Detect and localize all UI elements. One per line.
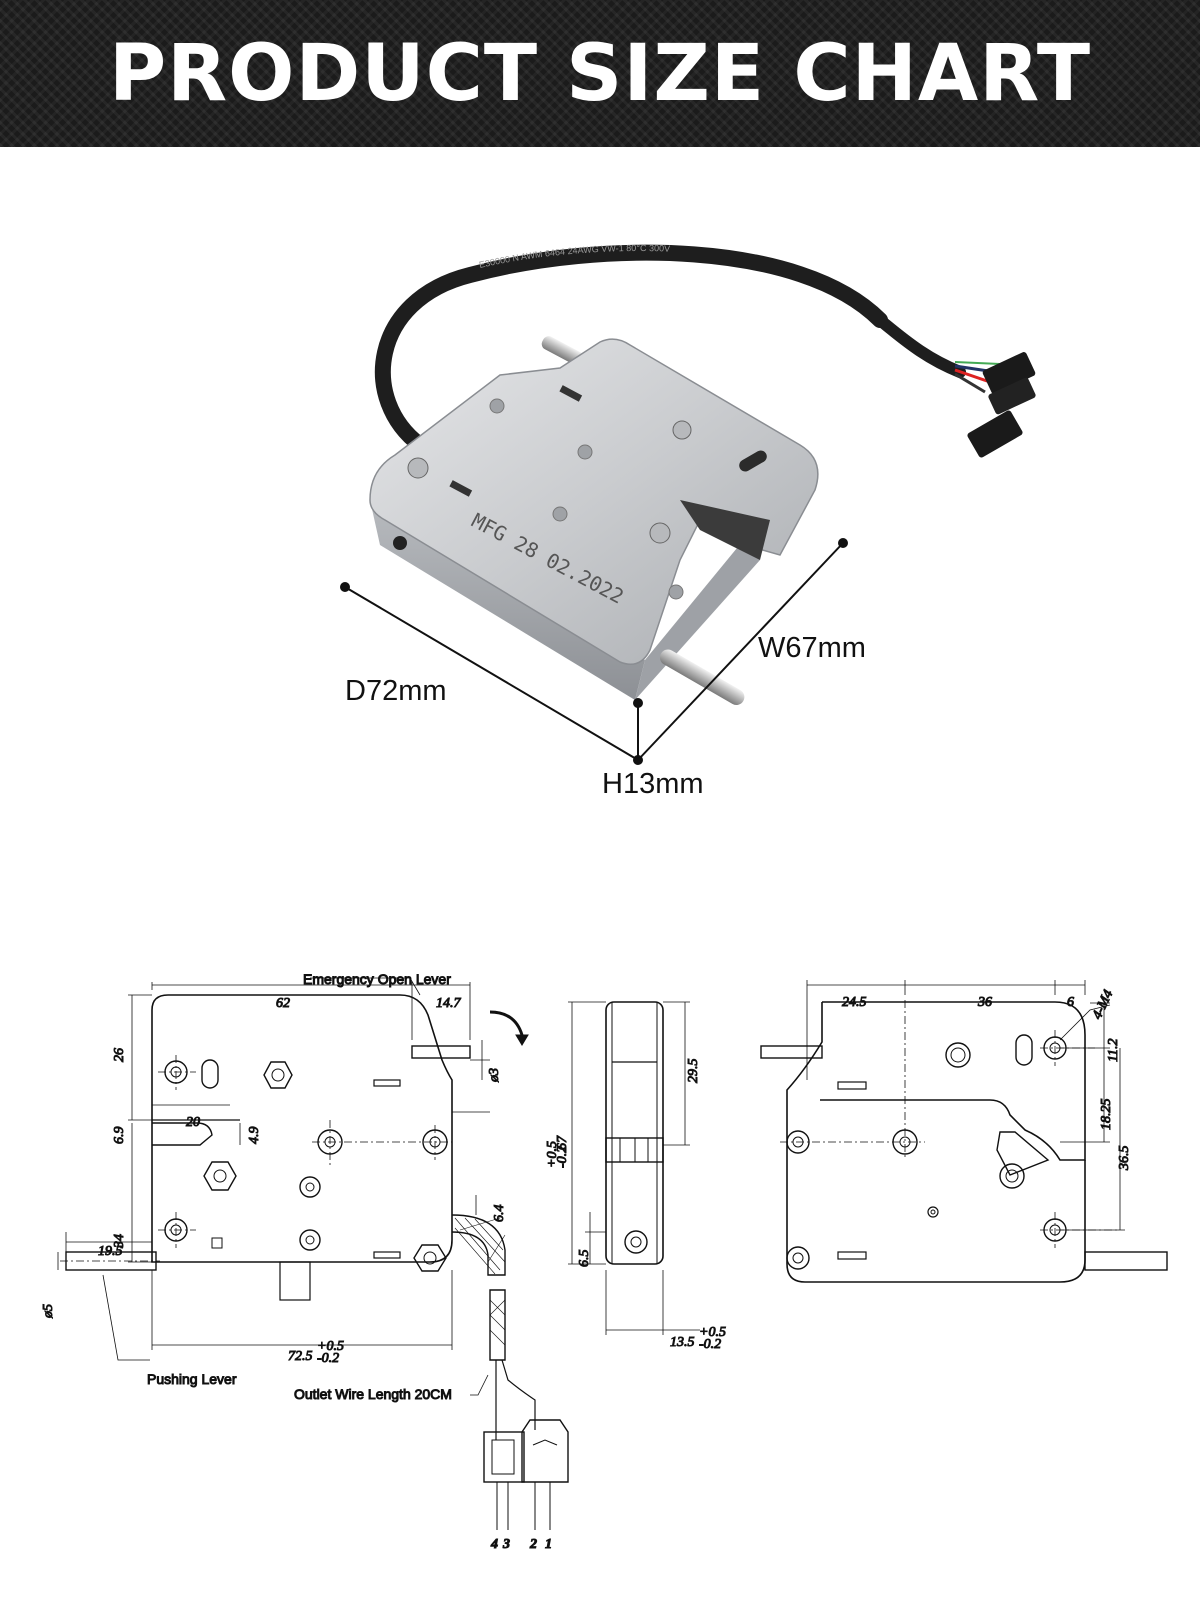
cable (374, 244, 888, 453)
dim-62: 62 (276, 996, 290, 1011)
emergency-lever-label: Emergency Open Lever (303, 971, 451, 987)
dim-29-5: 29.5 (686, 1059, 701, 1084)
dim-phi3: ø3 (487, 1068, 502, 1083)
dim-72-5-tol-dn: -0.2 (317, 1351, 339, 1366)
pin-4: 4 (490, 1537, 498, 1552)
pin-3: 3 (502, 1537, 510, 1552)
dim-13-5: 13.5 (670, 1335, 695, 1350)
dim-11-2: 11.2 (1106, 1039, 1121, 1062)
page-title: PRODUCT SIZE CHART (108, 29, 1092, 119)
dim-72-5-tol-up: +0.5 (317, 1339, 344, 1354)
dim-6-5: 6.5 (577, 1250, 592, 1268)
dim-67-tol-up: +0.5 (545, 1141, 560, 1168)
dim-13-5-tol-dn: -0.2 (699, 1337, 721, 1352)
dim-18-25: 18.25 (1099, 1099, 1114, 1131)
back-view: 24.5 36 6 4-M4 11.2 18.25 36.5 (760, 980, 1168, 1283)
dim-36: 36 (977, 995, 992, 1010)
dim-67-tol-dn: -0.2 (555, 1146, 570, 1168)
header-banner: PRODUCT SIZE CHART (0, 0, 1200, 147)
dim-20: 20 (186, 1115, 200, 1130)
dim-6-9: 6.9 (112, 1127, 127, 1145)
pin-1: 1 (545, 1537, 552, 1552)
dim-4-9: 4.9 (247, 1127, 262, 1145)
lock-body (369, 338, 819, 665)
photo-dimension-lines (340, 538, 848, 765)
front-view: 62 14.7 26 20 6.9 4.9 ø3 34 19.5 ø5 6.4 … (41, 971, 569, 1553)
dim-13-5-tol-up: +0.5 (699, 1325, 726, 1340)
dim-67: 67 (555, 1135, 570, 1150)
depth-label: D72mm (345, 675, 447, 707)
pin-2: 2 (529, 1537, 537, 1552)
dim-6-4: 6.4 (492, 1205, 507, 1223)
width-label: W67mm (758, 632, 866, 664)
dim-72-5: 72.5 (288, 1349, 313, 1364)
product-photo: E30000 N AWM 6464 24AWG VW-1 80°C 300V M… (340, 243, 1036, 800)
pushing-lever-label: Pushing Lever (147, 1371, 237, 1387)
dim-26: 26 (112, 1048, 127, 1062)
dim-14-7: 14.7 (436, 996, 462, 1011)
connector-plug (967, 352, 1036, 458)
dim-19-5: 19.5 (98, 1244, 123, 1259)
side-view: 29.5 67 +0.5 -0.2 6.5 13.5 +0.5 -0.2 (545, 1001, 726, 1353)
dim-24-5: 24.5 (842, 995, 867, 1010)
dim-6: 6 (1067, 995, 1074, 1010)
dim-phi5: ø5 (41, 1304, 56, 1319)
holes-4-m4: 4-M4 (1090, 988, 1116, 1022)
outlet-wire-label: Outlet Wire Length 20CM (294, 1386, 452, 1402)
dim-34: 34 (112, 1234, 127, 1249)
dim-36-5: 36.5 (1117, 1146, 1132, 1172)
height-label: H13mm (602, 768, 704, 800)
